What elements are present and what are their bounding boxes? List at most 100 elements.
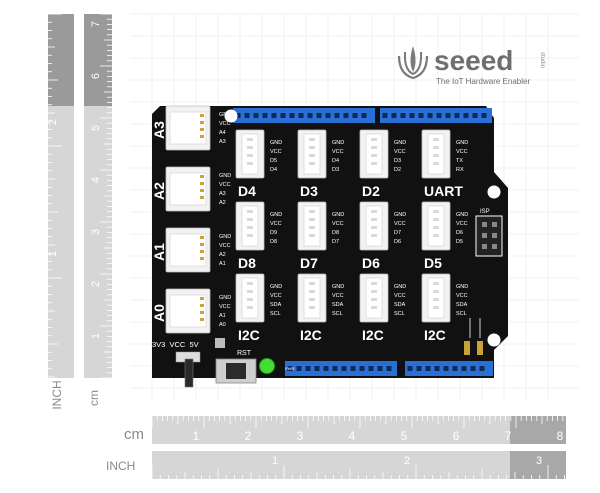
pin-label: D6 [456, 230, 463, 236]
top-header-right [380, 108, 492, 123]
port-label: A2 [151, 182, 167, 200]
isp-header: ISP [475, 209, 503, 257]
vertical-inch-label: INCH [50, 380, 64, 409]
ruler-tick-label: 4 [349, 429, 356, 443]
pin-label: A2 [219, 200, 226, 206]
pin-label: GND [332, 212, 344, 218]
ruler-tick-label: 3 [90, 229, 102, 235]
pin-label: A3 [219, 139, 226, 145]
pin-label: GND [332, 140, 344, 146]
bottom-header-right [405, 361, 493, 376]
pin-label: GND [219, 173, 231, 179]
ruler-tick-label: 2 [47, 119, 59, 125]
pin-label: GND [270, 284, 282, 290]
pin-label: VCC [219, 121, 231, 127]
pin-label: GND [219, 112, 231, 118]
pin-label: VCC [270, 149, 282, 155]
pin-label: GND [270, 140, 282, 146]
vertical-cm-label: cm [87, 390, 101, 406]
pin-label: D9 [270, 230, 277, 236]
reset-button [215, 358, 257, 384]
port-label: I2C [424, 327, 446, 343]
port-label: D7 [300, 255, 318, 271]
port-label: D2 [362, 183, 380, 199]
vertical-inch-ruler: 2 1 INCH [47, 13, 74, 410]
pin-label: GND [394, 212, 406, 218]
reset-label: RST [237, 350, 252, 357]
pin-label: A4 [219, 130, 226, 136]
pin-label: SDA [456, 302, 468, 308]
bottom-header-left [285, 361, 397, 376]
pin-label: D2 [394, 167, 401, 173]
pin-label: D5 [270, 158, 277, 164]
pin-label: SCL [332, 311, 343, 317]
pin-label: D6 [394, 239, 401, 245]
port-label: I2C [300, 327, 322, 343]
ruler-tick-label: 5 [401, 429, 408, 443]
seeed-logo: seeed studio The IoT Hardware Enabler [397, 45, 545, 86]
ruler-tick-label: 1 [47, 251, 59, 257]
isp-label: ISP [480, 209, 490, 215]
smd-components [464, 318, 483, 355]
ruler-tick-label: 6 [453, 429, 460, 443]
ruler-tick-label: 3 [297, 429, 304, 443]
pin-label: GND [394, 284, 406, 290]
pin-label: SCL [394, 311, 405, 317]
pin-label: VCC [270, 221, 282, 227]
pin-label: A2 [219, 252, 226, 258]
port-label: D3 [300, 183, 318, 199]
ruler-tick-label: 4 [90, 177, 102, 183]
pin-label: VCC [219, 182, 231, 188]
pin-label: SDA [394, 302, 406, 308]
pcb-board: A3GNDVCCA4A3A2GNDVCCA3A2A1GNDVCCA2A1A0GN… [151, 105, 508, 388]
pin-label: D8 [332, 230, 339, 236]
pin-label: D3 [394, 158, 401, 164]
pin-label: VCC [456, 221, 468, 227]
pin-label: VCC [332, 293, 344, 299]
pin-label: VCC [394, 221, 406, 227]
pin-label: D3 [332, 167, 339, 173]
pin-label: SDA [332, 302, 344, 308]
pin-label: A0 [219, 322, 226, 328]
horizontal-inch-label: INCH [106, 459, 135, 473]
horizontal-cm-label: cm [124, 426, 144, 443]
pin-label: GND [456, 140, 468, 146]
brand-tagline: The IoT Hardware Enabler [436, 77, 530, 86]
port-label: I2C [362, 327, 384, 343]
power-led-icon [259, 358, 275, 374]
ruler-tick-label: 2 [245, 429, 252, 443]
port-label: D8 [238, 255, 256, 271]
ruler-tick-label: 3 [536, 455, 542, 467]
power-led-label: PWR [285, 366, 294, 371]
port-label: D4 [238, 183, 256, 199]
voltage-switch-label: 3V3 VCC 5V [152, 340, 199, 349]
mounting-hole [487, 185, 501, 199]
pin-label: D4 [270, 167, 277, 173]
pin-label: D4 [332, 158, 339, 164]
pin-label: SCL [456, 311, 467, 317]
pin-label: D8 [270, 239, 277, 245]
pin-label: A3 [219, 191, 226, 197]
ruler-tick-label: 1 [193, 429, 200, 443]
pin-label: A1 [219, 313, 226, 319]
ruler-tick-label: 7 [90, 21, 102, 27]
port-label: I2C [238, 327, 260, 343]
seeed-leaf-icon [397, 46, 429, 80]
pin-label: GND [270, 212, 282, 218]
pin-label: VCC [456, 293, 468, 299]
pin-label: RX [456, 167, 464, 173]
brand-studio: studio [539, 52, 545, 69]
